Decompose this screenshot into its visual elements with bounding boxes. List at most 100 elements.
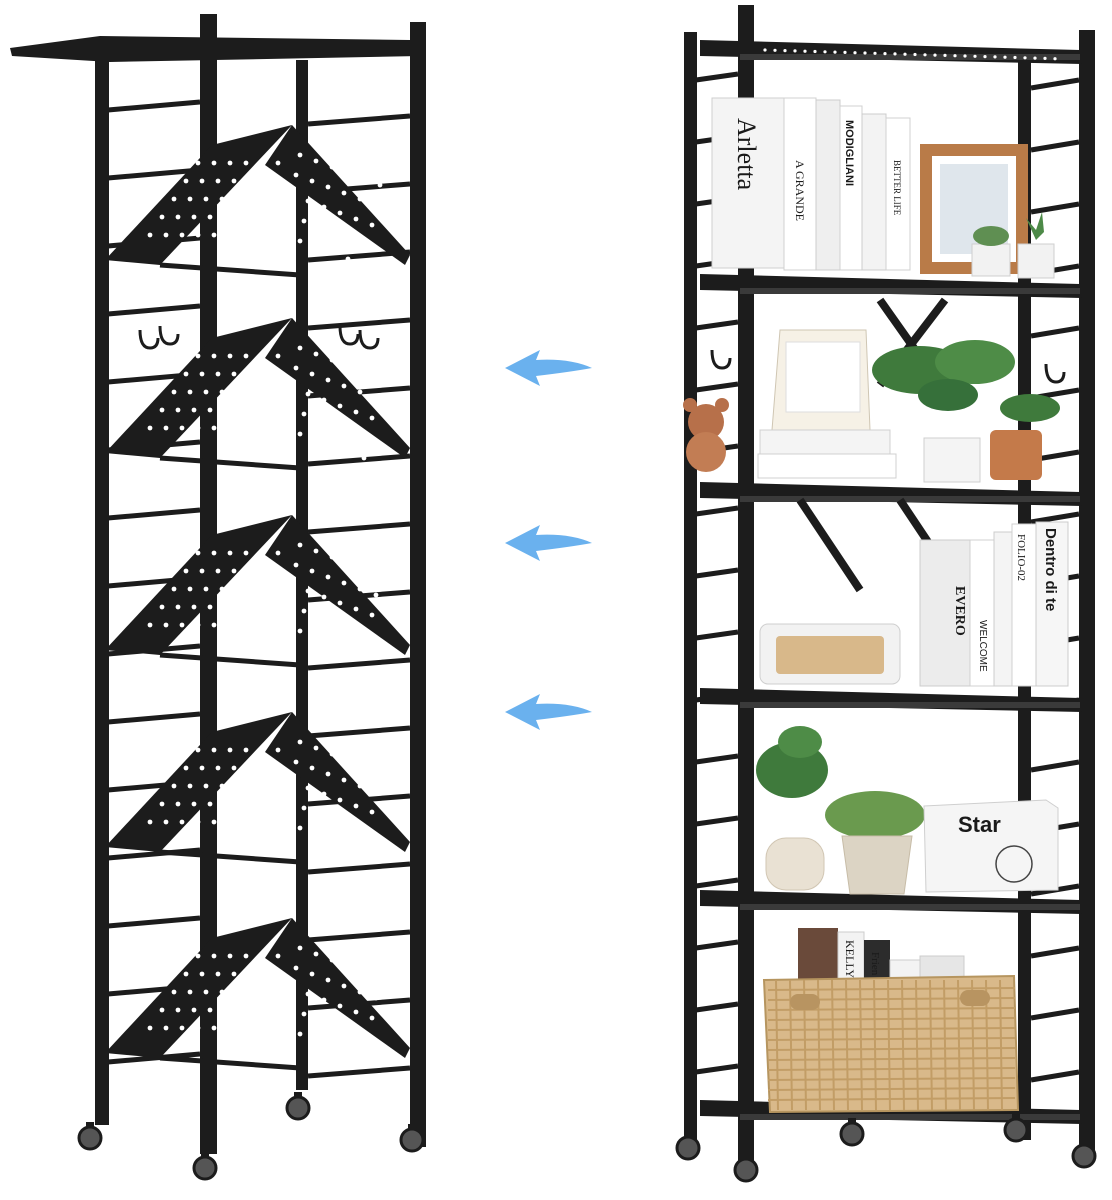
shelf-lip [740, 54, 1080, 60]
side-rung [307, 861, 411, 875]
perforation [297, 945, 303, 951]
perforation [923, 53, 927, 57]
side-rung [307, 657, 411, 671]
perforation [195, 232, 201, 238]
perforation [341, 580, 347, 586]
perforation [309, 178, 315, 184]
perforation [195, 622, 201, 628]
perforation [903, 52, 907, 56]
perforation [163, 232, 169, 238]
perforation [309, 971, 315, 977]
perforation [305, 588, 311, 594]
folded-panel [105, 515, 410, 668]
caster-wheel [285, 1095, 311, 1121]
perforation [329, 357, 335, 363]
perforation [325, 977, 331, 983]
perforation [793, 49, 797, 53]
perforation [349, 236, 355, 242]
perforation [171, 586, 177, 592]
perforation [333, 817, 339, 823]
perforation [823, 50, 827, 54]
succulent-pot [971, 212, 1055, 279]
side-rung [695, 319, 739, 331]
perforation [337, 403, 343, 409]
perforation [345, 963, 351, 969]
perforation [357, 586, 363, 592]
perforation [317, 811, 323, 817]
perforation [195, 425, 201, 431]
panel-left-half [105, 318, 292, 458]
perforation [171, 783, 177, 789]
perforation [285, 405, 291, 411]
side-rung [695, 1001, 739, 1013]
perforation [207, 1007, 213, 1013]
perforation [195, 953, 201, 959]
perforation [353, 606, 359, 612]
perforation [171, 989, 177, 995]
perforation [333, 620, 339, 626]
perforation [259, 353, 265, 359]
shelf-lip [740, 702, 1080, 708]
perforation [235, 196, 241, 202]
side-rung [1030, 945, 1080, 959]
side-rung [307, 453, 411, 467]
perforation [345, 757, 351, 763]
perforation [345, 843, 351, 849]
perforation [239, 1007, 245, 1013]
perforation [305, 391, 311, 397]
perforation [361, 262, 367, 268]
perforation [993, 55, 997, 59]
perforation [289, 985, 295, 991]
caster-wheel [675, 1135, 701, 1161]
perforation [281, 425, 287, 431]
panel-right-half [265, 515, 410, 655]
perforation [175, 801, 181, 807]
perforation [219, 586, 225, 592]
perforation [235, 389, 241, 395]
perforation [289, 582, 295, 588]
perforation [247, 765, 253, 771]
shelf-tier [700, 274, 1082, 298]
perforation [159, 604, 165, 610]
perforation [263, 568, 269, 574]
perforation [285, 212, 291, 218]
perforation [239, 407, 245, 413]
perforation [223, 407, 229, 413]
side-rung [107, 99, 201, 113]
perforation [377, 572, 383, 578]
side-rung [695, 1063, 739, 1075]
potted-plant-large [872, 340, 1015, 483]
shelf-tier [700, 890, 1082, 914]
perforation [191, 801, 197, 807]
perforation [321, 997, 327, 1003]
shelf-tier [700, 688, 1082, 712]
perforation [1003, 55, 1007, 59]
side-rung [107, 303, 201, 317]
perforation [293, 965, 299, 971]
brace [159, 849, 301, 865]
fold-direction-arrows [505, 350, 592, 730]
perforation [301, 411, 307, 417]
perforation [313, 437, 319, 443]
side-rung [1030, 201, 1080, 215]
side-rung [1030, 139, 1080, 153]
perforation [333, 230, 339, 236]
side-rung [307, 725, 411, 739]
unfolded-shelf-tiers [700, 40, 1082, 1124]
shelf-tier [700, 40, 1082, 64]
perforation [275, 550, 281, 556]
perforation [263, 971, 269, 977]
hook-icon [710, 349, 1066, 384]
perforation [361, 1055, 367, 1061]
side-rung [107, 915, 201, 929]
perforation [349, 429, 355, 435]
perforation [251, 989, 257, 995]
perforation [333, 423, 339, 429]
perforation [227, 953, 233, 959]
perforation [211, 747, 217, 753]
perforation [313, 951, 319, 957]
perforation [227, 819, 233, 825]
perforation [1023, 56, 1027, 60]
perforation [357, 783, 363, 789]
perforation [1033, 56, 1037, 60]
